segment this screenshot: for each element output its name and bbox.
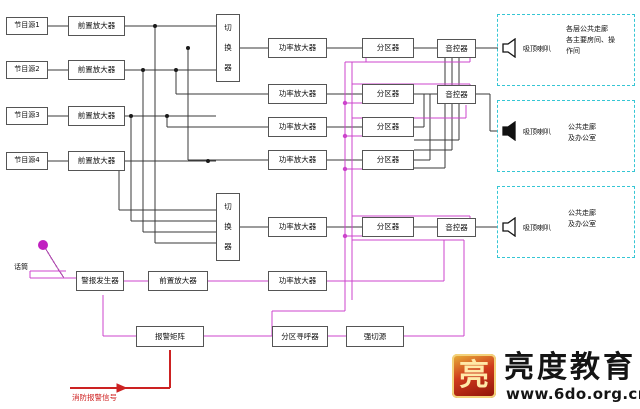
program-source-2-label: 节目源2 <box>14 65 40 74</box>
switcher-2[interactable]: 切 换 器 <box>216 193 240 261</box>
power-amplifier-1[interactable]: 功率放大器 <box>268 38 327 58</box>
zone-divider-3[interactable]: 分区器 <box>362 117 414 137</box>
preamplifier-3-label: 前置放大器 <box>77 111 116 121</box>
zone-group-2-text: 公共走廊 及办公室 <box>568 123 596 142</box>
zone-group-2 <box>497 100 635 172</box>
zone-group-1 <box>497 14 635 86</box>
program-source-2[interactable]: 节目源2 <box>6 61 48 79</box>
force-cut-source[interactable]: 强切源 <box>346 326 404 347</box>
switcher-2-char-1: 切 <box>224 202 232 212</box>
zone-divider-1[interactable]: 分区器 <box>362 38 414 58</box>
program-source-3[interactable]: 节目源3 <box>6 107 48 125</box>
power-amplifier-2[interactable]: 功率放大器 <box>268 84 327 104</box>
switcher-1[interactable]: 切 换 器 <box>216 14 240 82</box>
zone-divider-4[interactable]: 分区器 <box>362 150 414 170</box>
ceiling-speaker-icon-1 <box>500 37 520 62</box>
power-amplifier-1-label: 功率放大器 <box>278 43 317 53</box>
zone-group-1-text: 各层公共走廊 各主要房间、操 作间 <box>566 25 615 55</box>
program-source-3-label: 节目源3 <box>14 111 40 120</box>
microphone-label: 话筒 <box>14 263 28 271</box>
zone-divider-4-label: 分区器 <box>376 155 400 165</box>
preamplifier-2[interactable]: 前置放大器 <box>68 60 125 80</box>
preamplifier-1[interactable]: 前置放大器 <box>68 16 125 36</box>
preamplifier-2-label: 前置放大器 <box>77 65 116 75</box>
power-amplifier-alarm[interactable]: 功率放大器 <box>268 271 327 291</box>
preamplifier-4-label: 前置放大器 <box>77 156 116 166</box>
zone-divider-2[interactable]: 分区器 <box>362 84 414 104</box>
program-source-4[interactable]: 节目源4 <box>6 152 48 170</box>
alarm-matrix-label: 报警矩阵 <box>155 331 185 341</box>
zone-pager[interactable]: 分区寻呼器 <box>272 326 328 347</box>
power-amplifier-alarm-label: 功率放大器 <box>278 276 317 286</box>
microphone-icon <box>36 238 52 258</box>
zone-group-3 <box>497 186 635 258</box>
force-cut-source-label: 强切源 <box>363 331 387 341</box>
switcher-2-char-3: 器 <box>224 242 232 252</box>
alarm-preamplifier-label: 前置放大器 <box>159 276 197 286</box>
switcher-2-char-2: 换 <box>224 222 232 232</box>
watermark-logo: 亮 亮度教育 www.6do.org.cn <box>452 350 640 406</box>
preamplifier-3[interactable]: 前置放大器 <box>68 106 125 126</box>
zone-pager-label: 分区寻呼器 <box>281 331 319 341</box>
program-source-1[interactable]: 节目源1 <box>6 17 48 35</box>
volume-controller-2-label: 音控器 <box>445 89 468 99</box>
alarm-preamplifier[interactable]: 前置放大器 <box>148 271 208 291</box>
zone-divider-1-label: 分区器 <box>376 43 400 53</box>
power-amplifier-4-label: 功率放大器 <box>278 155 317 165</box>
ceiling-speaker-icon-2 <box>500 120 520 145</box>
ceiling-speaker-label-3: 吸顶喇叭 <box>523 224 551 232</box>
zone-divider-2-label: 分区器 <box>376 89 400 99</box>
alarm-generator[interactable]: 警报发生器 <box>76 271 124 291</box>
program-source-1-label: 节目源1 <box>14 21 40 30</box>
power-amplifier-5-label: 功率放大器 <box>278 222 317 232</box>
power-amplifier-5[interactable]: 功率放大器 <box>268 217 327 237</box>
power-amplifier-3-label: 功率放大器 <box>278 122 317 132</box>
power-amplifier-4[interactable]: 功率放大器 <box>268 150 327 170</box>
logo-url: www.6do.org.cn <box>506 385 640 403</box>
program-source-4-label: 节目源4 <box>14 156 40 165</box>
power-amplifier-3[interactable]: 功率放大器 <box>268 117 327 137</box>
ceiling-speaker-label-2: 吸顶喇叭 <box>523 128 551 136</box>
alarm-generator-label: 警报发生器 <box>81 276 119 286</box>
zone-divider-3-label: 分区器 <box>376 122 400 132</box>
preamplifier-1-label: 前置放大器 <box>77 21 116 31</box>
logo-mark: 亮 <box>452 354 496 398</box>
zone-group-3-text: 公共走廊 及办公室 <box>568 209 596 228</box>
volume-controller-3-label: 音控器 <box>445 222 468 232</box>
switcher-1-char-1: 切 <box>224 23 232 33</box>
volume-controller-2[interactable]: 音控器 <box>437 85 476 104</box>
fire-alarm-signal-label: 消防报警信号 <box>72 393 117 402</box>
ceiling-speaker-label-1: 吸顶喇叭 <box>523 45 551 53</box>
power-amplifier-2-label: 功率放大器 <box>278 89 317 99</box>
volume-controller-1[interactable]: 音控器 <box>437 39 476 58</box>
volume-controller-1-label: 音控器 <box>445 43 468 53</box>
zone-divider-5[interactable]: 分区器 <box>362 217 414 237</box>
volume-controller-3[interactable]: 音控器 <box>437 218 476 237</box>
logo-brand: 亮度教育 <box>504 350 636 385</box>
preamplifier-4[interactable]: 前置放大器 <box>68 151 125 171</box>
alarm-matrix[interactable]: 报警矩阵 <box>136 326 204 347</box>
zone-divider-5-label: 分区器 <box>376 222 400 232</box>
switcher-1-char-2: 换 <box>224 43 232 53</box>
ceiling-speaker-icon-3 <box>500 216 520 241</box>
switcher-1-char-3: 器 <box>224 63 232 73</box>
